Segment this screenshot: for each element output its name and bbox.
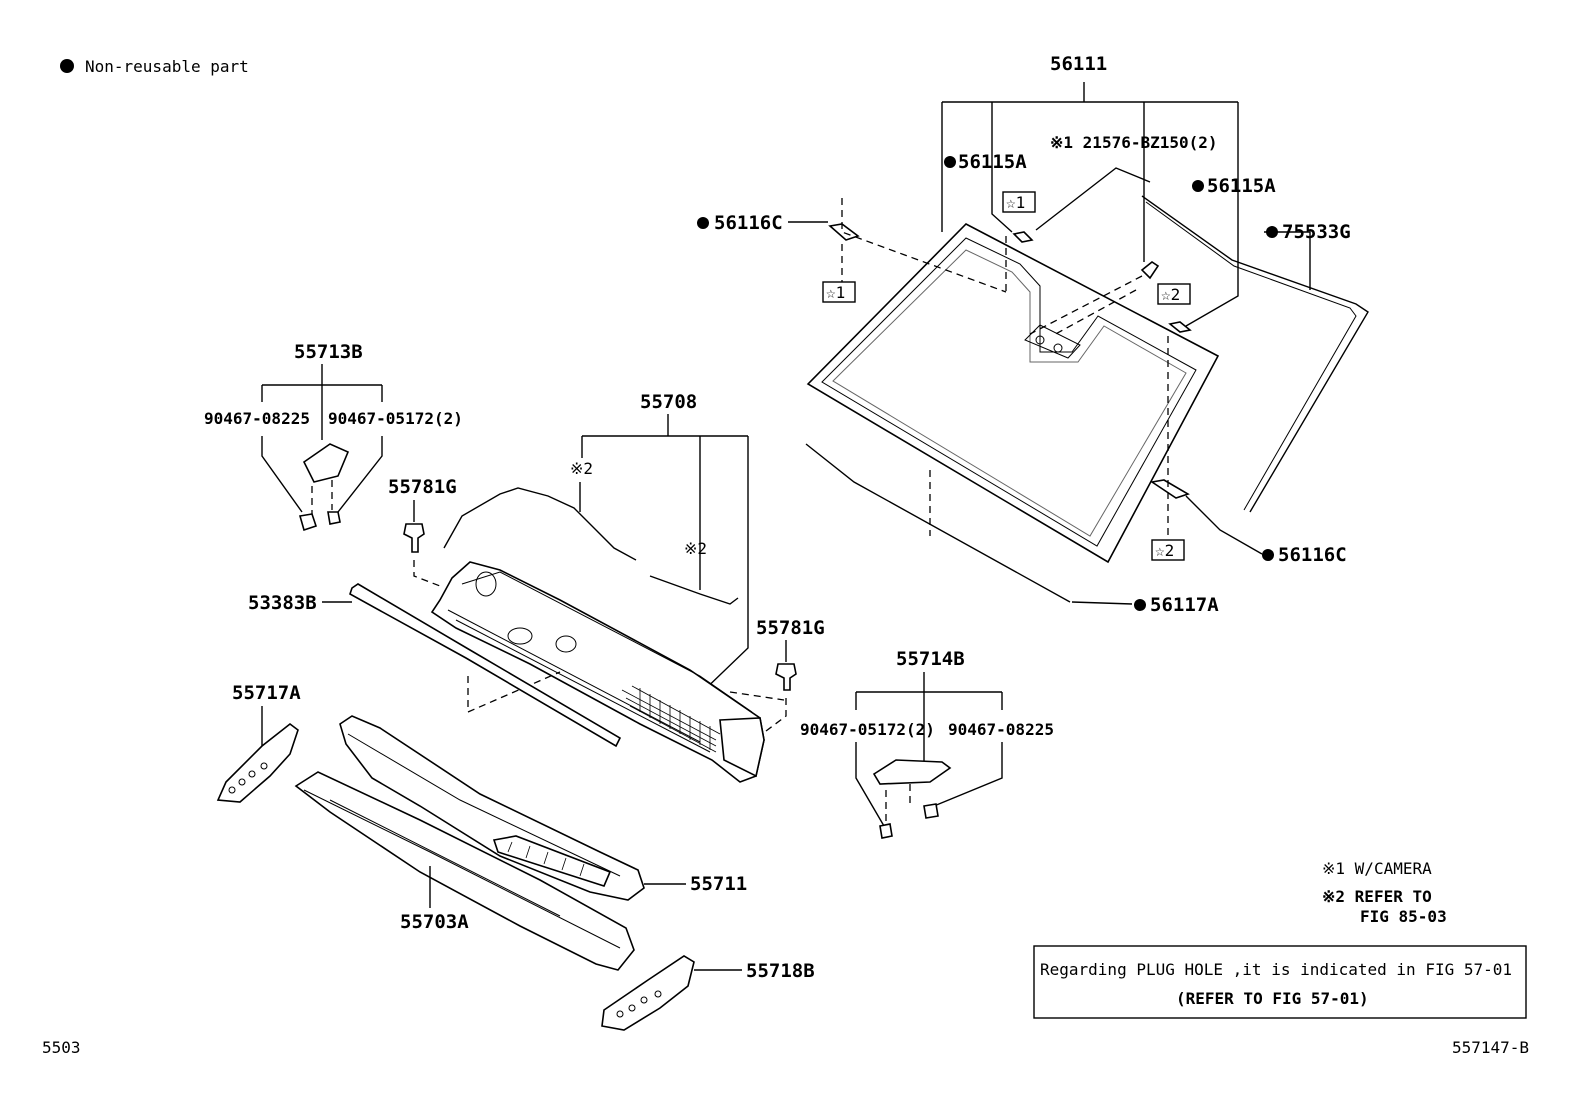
note-camera: ※1 W/CAMERA (1322, 859, 1432, 878)
label-55718B: 55718B (746, 960, 815, 982)
clip-56116C-top (828, 223, 860, 241)
clip-90467-05172-left (327, 511, 341, 525)
clip-55781G-left (403, 523, 425, 553)
seal-53383B (349, 583, 622, 748)
star1-box-a (1002, 191, 1036, 213)
label-56111: 56111 (1050, 53, 1107, 75)
non-reusable-56116C-top-icon (697, 217, 709, 229)
label-56115A-right: 56115A (1207, 175, 1276, 197)
non-reusable-bullet-icon (60, 59, 74, 73)
label-56115A-left: 56115A (958, 151, 1027, 173)
label-star1-a: ☆1 (1006, 193, 1025, 212)
washer-hose-55708 (443, 487, 637, 561)
page-code: 5503 (42, 1038, 81, 1057)
plug-hole-note-line2: (REFER TO FIG 57-01) (1176, 989, 1369, 1008)
label-star1-b: ☆1 (826, 283, 845, 302)
label-camera-clip: ※1 21576-BZ150(2) (1050, 133, 1218, 152)
clip-90467-05172-right (879, 823, 893, 839)
label-90467-05172-left: 90467-05172(2) (328, 409, 463, 428)
bracket-55713B (302, 443, 350, 483)
label-ref2-b: ※2 (684, 539, 707, 558)
side-piece-55717A (216, 722, 299, 803)
label-ref2-a: ※2 (570, 459, 593, 478)
star2-box-b (1151, 539, 1185, 561)
label-55711: 55711 (690, 873, 747, 895)
label-star2-b: ☆2 (1155, 541, 1174, 560)
roof-moulding-strip (1035, 167, 1151, 231)
washer-hose-tail (649, 575, 739, 605)
plug-hole-note-box (1033, 945, 1527, 1019)
label-55781G-left: 55781G (388, 476, 457, 498)
clip-90467-08225-left (298, 513, 318, 532)
label-75533G: 75533G (1282, 221, 1351, 243)
lower-moulding-56117A (805, 443, 1071, 603)
label-56116C-top: 56116C (714, 212, 783, 234)
figure-id: 557147-B (1452, 1038, 1529, 1057)
clip-56116C-bottom (1149, 479, 1190, 499)
bracket-55714B (872, 759, 952, 785)
cowl-panel-55703A (294, 771, 635, 971)
clip-55781G-right (775, 663, 797, 691)
non-reusable-56115A-left-icon (944, 156, 956, 168)
legend-non-reusable: Non-reusable part (85, 57, 249, 76)
label-56117A: 56117A (1150, 594, 1219, 616)
non-reusable-75533G-icon (1266, 226, 1278, 238)
label-90467-05172-right: 90467-05172(2) (800, 720, 935, 739)
label-55708: 55708 (640, 391, 697, 413)
label-53383B: 53383B (248, 592, 317, 614)
label-90467-08225-right: 90467-08225 (948, 720, 1054, 739)
windshield-glass (806, 223, 1220, 564)
label-55714B: 55714B (896, 648, 965, 670)
non-reusable-56117A-icon (1134, 599, 1146, 611)
clip-56115A-right (1168, 321, 1192, 333)
note-refer-b: FIG 85-03 (1360, 907, 1447, 926)
non-reusable-56115A-right-icon (1192, 180, 1204, 192)
note-refer-a: ※2 REFER TO (1322, 887, 1432, 906)
label-star2-a: ☆2 (1161, 285, 1180, 304)
cowl-panel-55711 (339, 715, 645, 901)
side-moulding-75533G (1141, 195, 1369, 513)
label-55717A: 55717A (232, 682, 301, 704)
label-55781G-right: 55781G (756, 617, 825, 639)
side-piece-55718B (601, 955, 695, 1031)
plug-hole-note-line1: Regarding PLUG HOLE ,it is indicated in … (1040, 960, 1512, 979)
star1-box-b (822, 281, 856, 303)
cowl-top-panel (430, 561, 765, 783)
label-55713B: 55713B (294, 341, 363, 363)
label-56116C-bottom: 56116C (1278, 544, 1347, 566)
clip-56115A-left (1012, 231, 1034, 243)
camera-bracket-clip (1140, 261, 1160, 280)
label-90467-08225-left: 90467-08225 (204, 409, 310, 428)
non-reusable-56116C-bottom-icon (1262, 549, 1274, 561)
clip-90467-08225-right (923, 803, 939, 819)
label-55703A: 55703A (400, 911, 469, 933)
star2-box-a (1157, 283, 1191, 305)
